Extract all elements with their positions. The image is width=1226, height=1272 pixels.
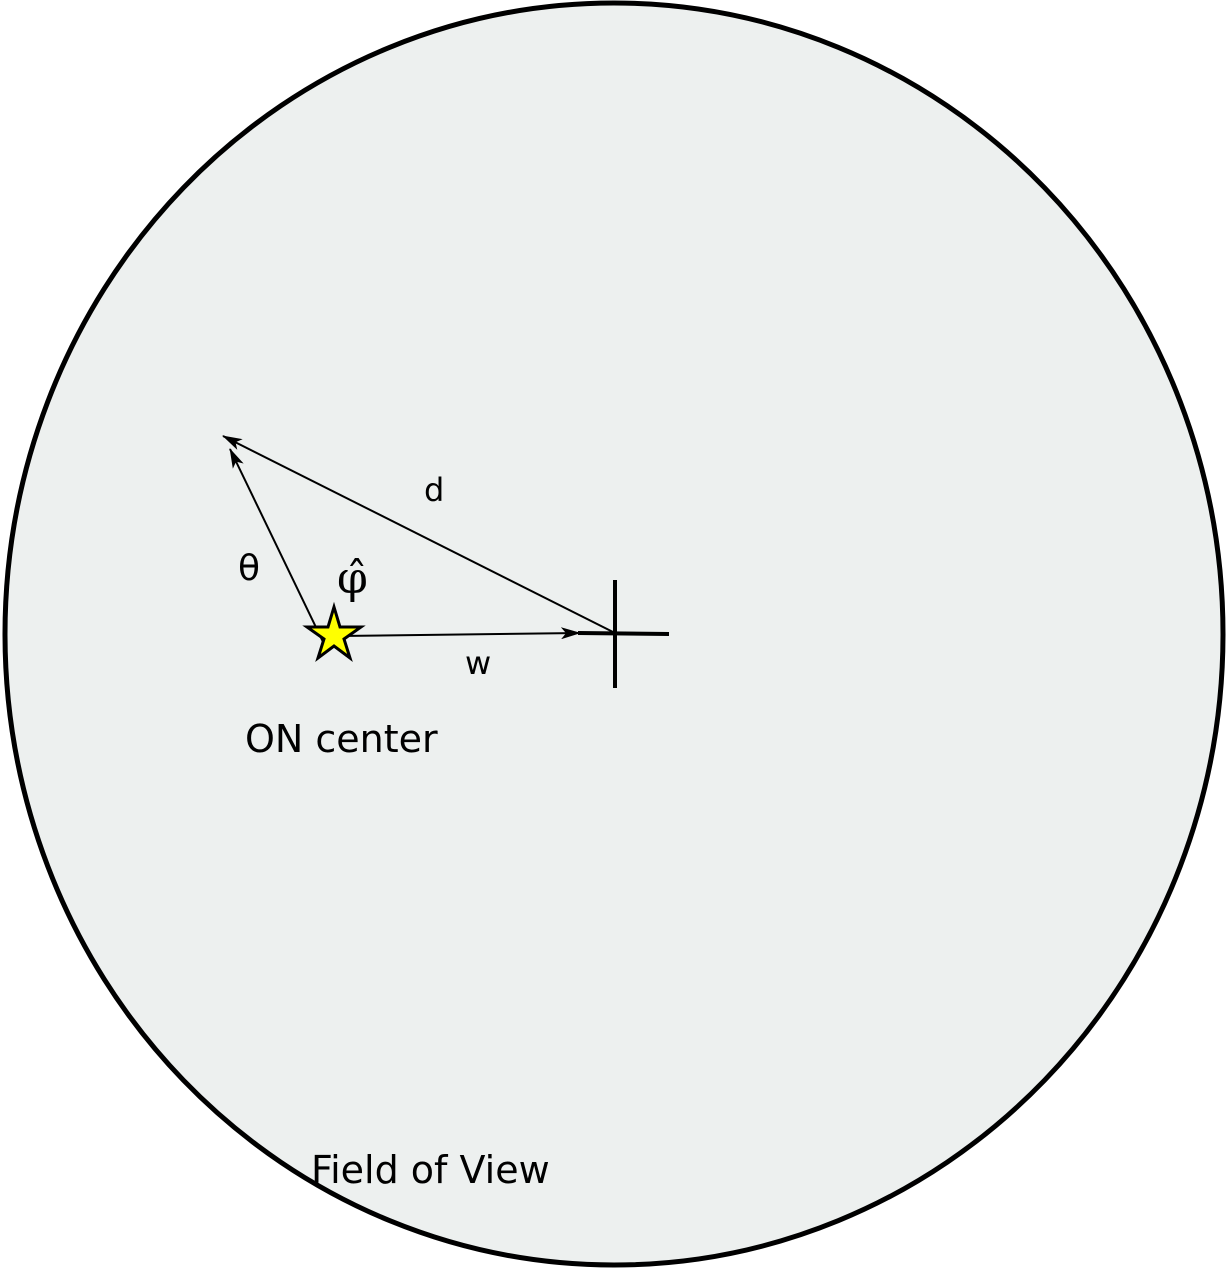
label-w: w bbox=[465, 644, 491, 682]
label-d: d bbox=[424, 471, 444, 509]
vector-w-arrow bbox=[339, 627, 581, 640]
star-icon bbox=[302, 601, 366, 663]
label-field-of-view: Field of View bbox=[311, 1148, 550, 1192]
vector-theta-arrow bbox=[229, 448, 326, 647]
label-theta: θ bbox=[238, 548, 260, 589]
label-on-center: ON center bbox=[245, 717, 438, 761]
vector-d-arrow bbox=[222, 435, 616, 634]
crosshair-icon bbox=[577, 580, 670, 688]
label-phi-hat: φ̂ bbox=[337, 553, 368, 604]
